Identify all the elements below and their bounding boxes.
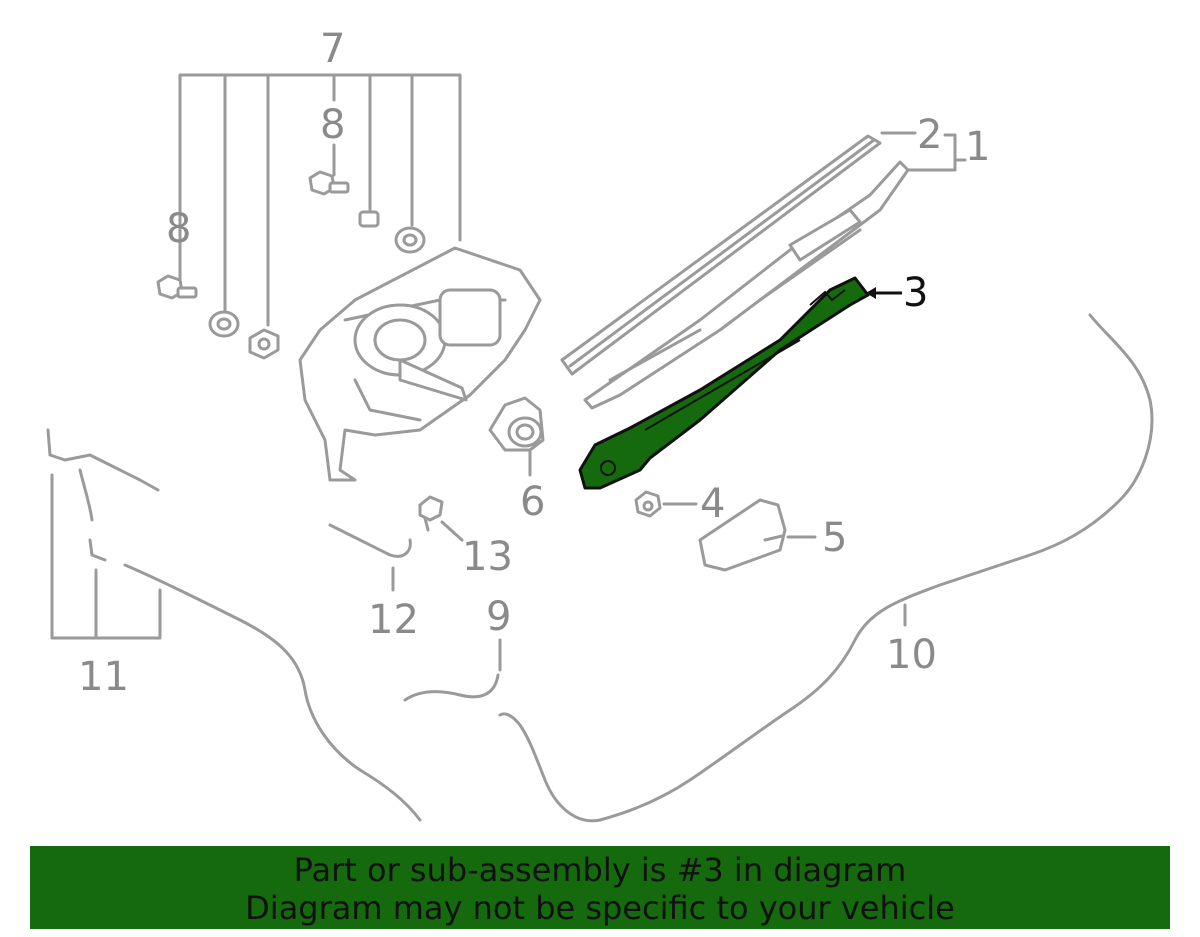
info-banner: Part or sub-assembly is #3 in diagram Di… [30,846,1170,929]
callout-3: 3 [903,270,928,316]
callout-5: 5 [822,515,847,561]
wiper-blade-assembly [583,160,910,410]
callout-4: 4 [700,481,725,527]
wiper-motor [298,246,542,482]
hose-12 [328,523,412,558]
clip-icon [358,210,380,228]
grommet-icon [394,226,426,254]
callout-2: 2 [917,112,942,158]
hose-9 [403,673,500,702]
cap-6 [488,396,545,452]
bolt-icon [308,170,350,196]
harness-11-lower [88,538,422,822]
parts-diagram: 7 8 8 6 [46,26,1154,823]
callout-7-bracket [178,73,462,327]
callout-11: 11 [78,654,129,700]
grommet-icon [208,310,240,338]
callout-13: 13 [462,534,513,580]
wiper-arm-highlight [578,276,870,490]
callout-7: 7 [320,26,345,72]
cover-5 [698,498,787,572]
harness-11-upper [46,428,160,522]
wiper-blade-rubber [560,134,882,376]
callout-10: 10 [886,632,937,678]
callout-6: 6 [520,479,545,525]
banner-line-2: Diagram may not be specific to your vehi… [245,889,955,927]
callout-12: 12 [368,597,419,643]
bolt-icon [156,274,198,300]
nut-icon [248,328,280,360]
nut-4 [634,490,662,518]
washer-hose-10 [498,313,1154,823]
callout-9: 9 [486,594,511,640]
clip-13 [418,495,444,532]
callout-8-left: 8 [166,206,191,252]
banner-line-1: Part or sub-assembly is #3 in diagram [293,851,907,889]
callout-8-top: 8 [320,102,345,148]
callout-1: 1 [965,124,990,170]
